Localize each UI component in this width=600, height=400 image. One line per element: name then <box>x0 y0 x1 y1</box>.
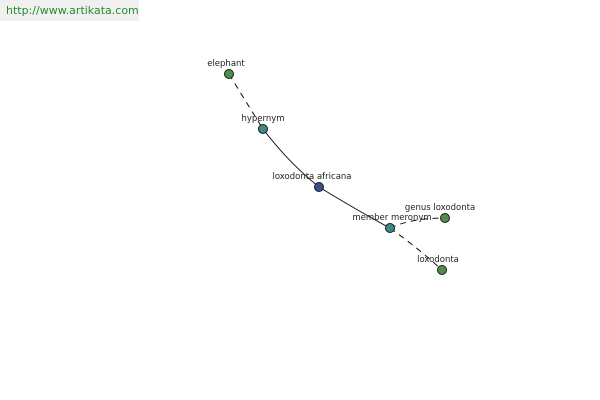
node-elephant[interactable] <box>224 69 234 79</box>
edge-center-meronym <box>318 186 391 229</box>
edge-hypernym-center <box>262 128 320 188</box>
label-genus-loxodonta: genus loxodonta <box>405 203 475 213</box>
edge-meronym-loxodonta <box>389 227 443 271</box>
url-banner: http://www.artikata.com <box>0 0 139 21</box>
node-loxodonta-africana[interactable] <box>314 182 324 192</box>
edge-elephant-hypernym <box>228 73 264 130</box>
label-loxodonta: loxodonta <box>417 255 459 265</box>
label-loxodonta-africana: loxodonta africana <box>272 172 351 182</box>
label-elephant: elephant <box>207 59 245 69</box>
label-hypernym: hypernym <box>241 114 284 124</box>
node-hypernym[interactable] <box>258 124 268 134</box>
node-genus-loxodonta[interactable] <box>440 213 450 223</box>
url-link[interactable]: http://www.artikata.com <box>6 4 139 17</box>
node-loxodonta[interactable] <box>437 265 447 275</box>
node-member-meronym[interactable] <box>385 223 395 233</box>
label-member-meronym: member meronym <box>352 213 431 223</box>
